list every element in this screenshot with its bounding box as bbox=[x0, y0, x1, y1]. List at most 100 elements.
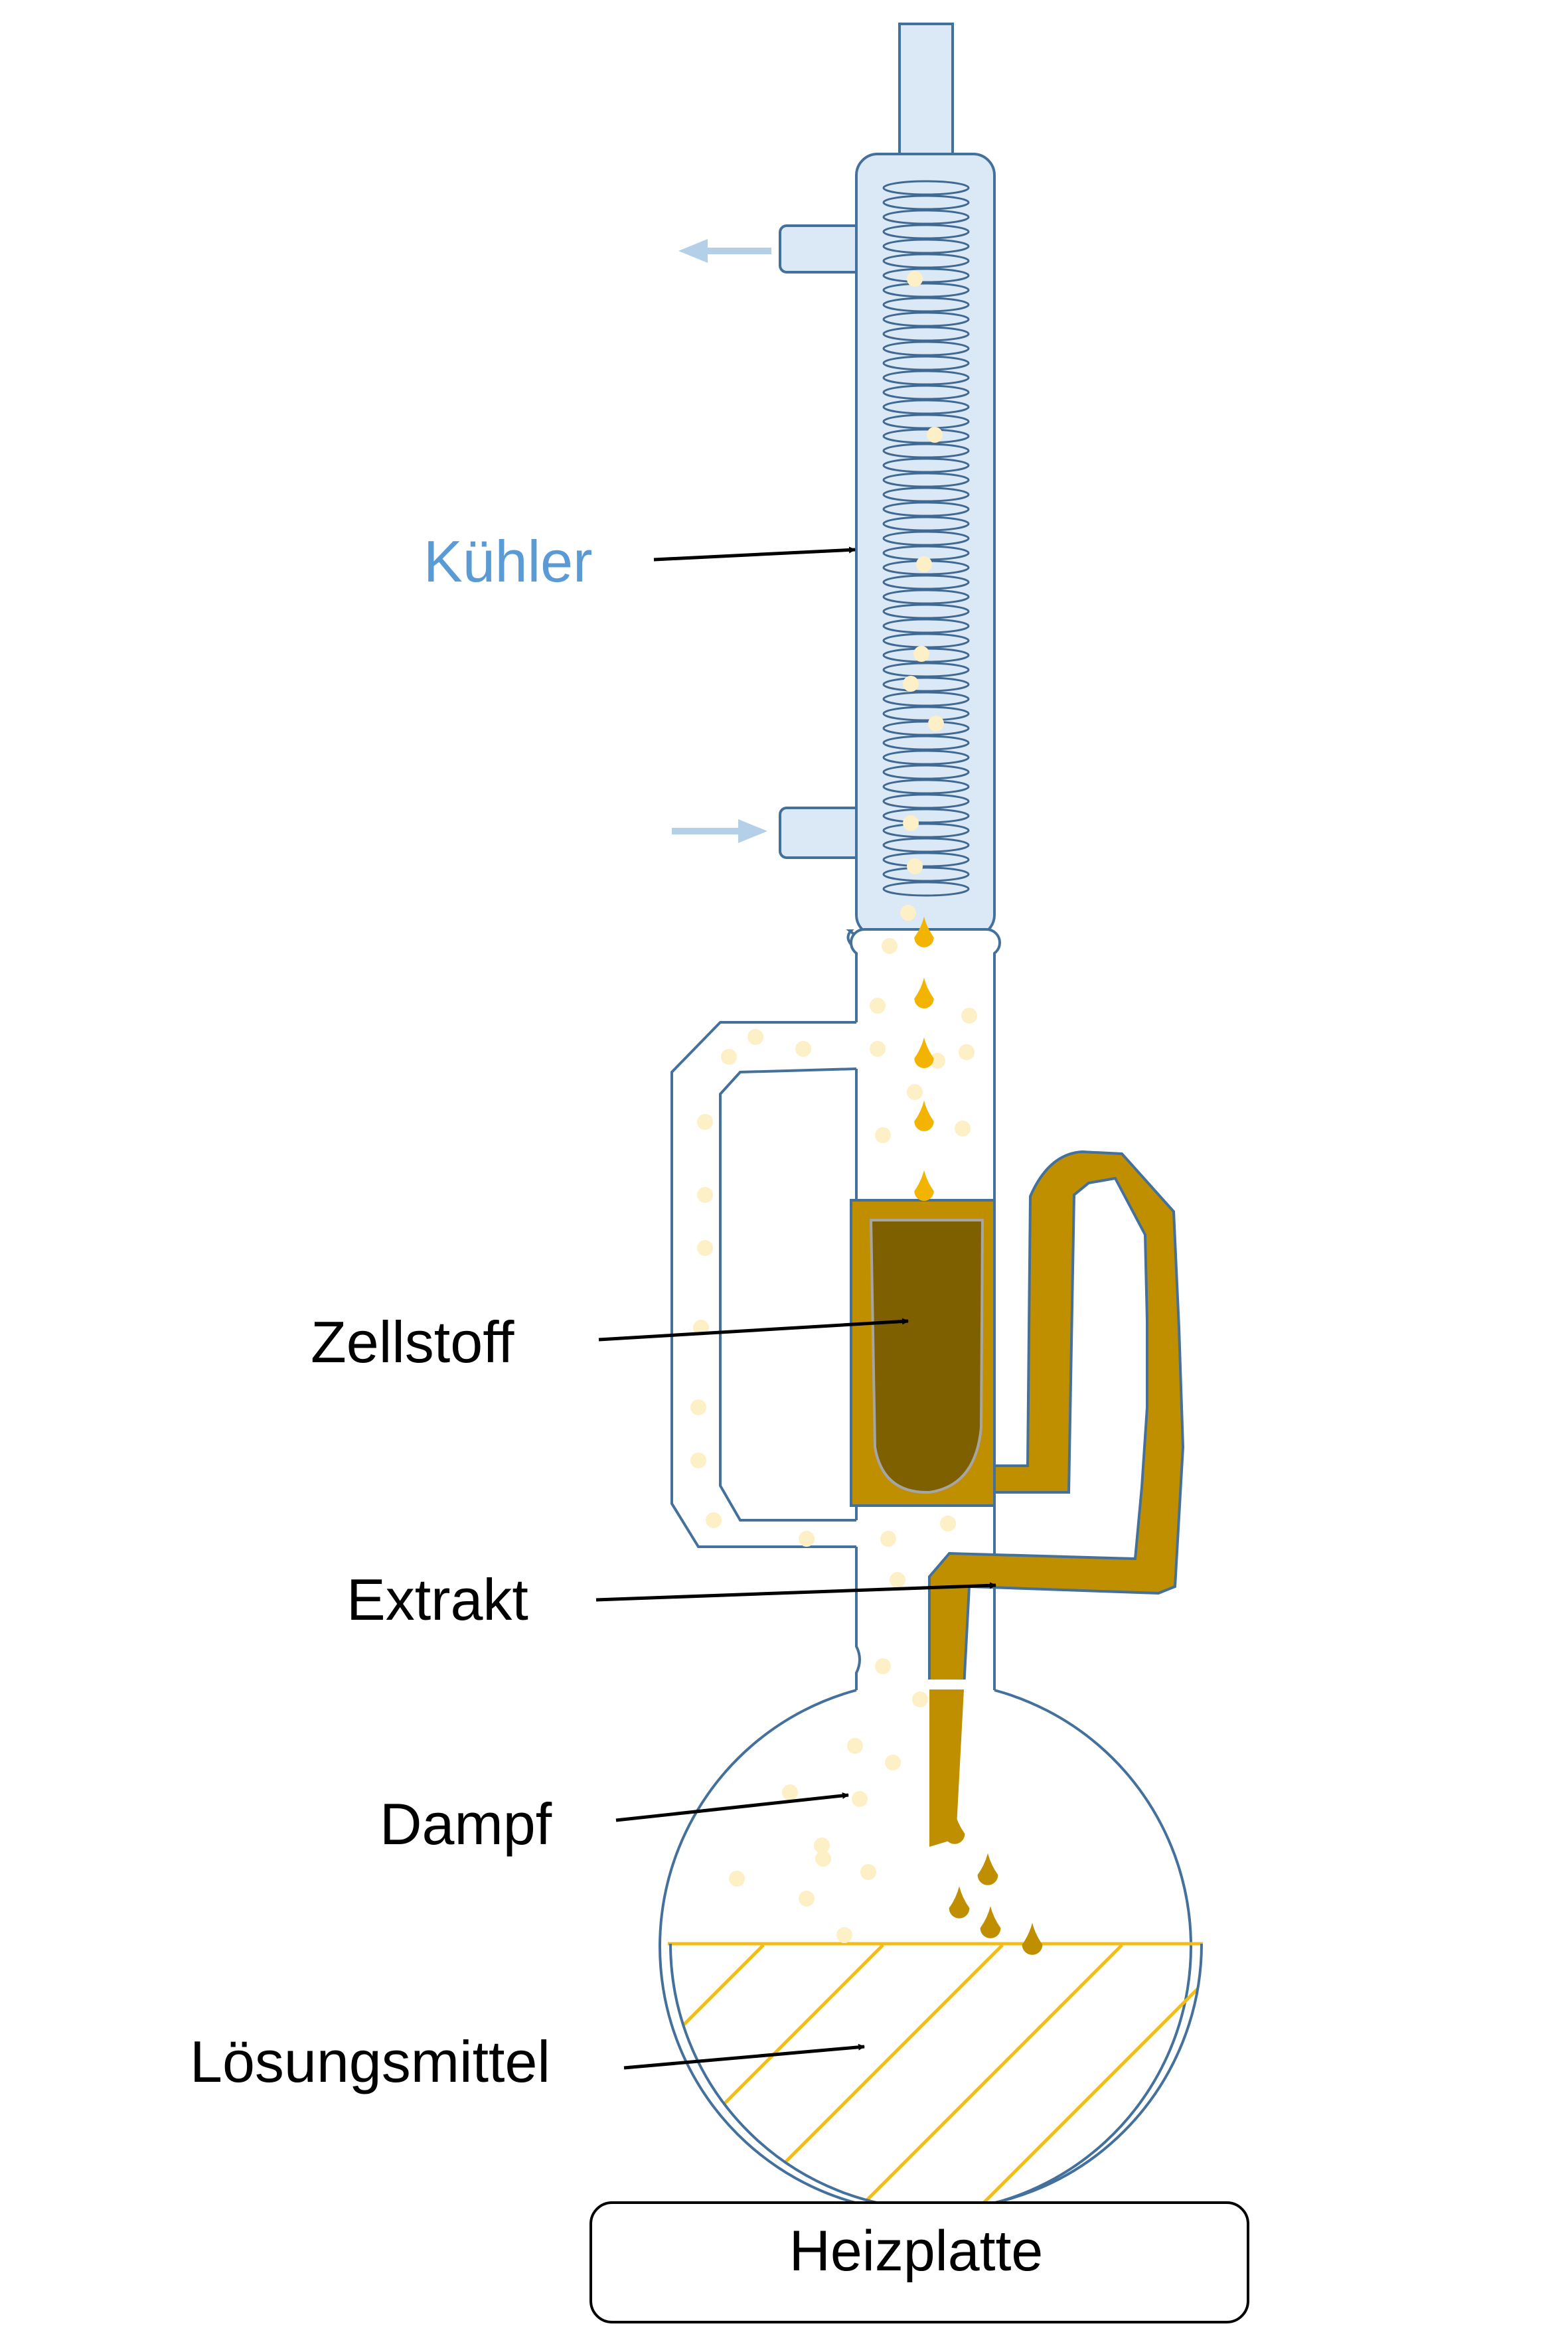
coil-ring bbox=[882, 457, 970, 473]
coil-ring bbox=[882, 341, 970, 356]
vapor-dot bbox=[929, 1053, 945, 1069]
vapor-dot bbox=[870, 998, 886, 1014]
coil-ring bbox=[882, 662, 970, 678]
vapor-dot bbox=[697, 1187, 713, 1203]
coil-ring bbox=[882, 384, 970, 400]
coil-ring bbox=[882, 195, 970, 210]
vapor-dot bbox=[940, 1516, 956, 1531]
coil-ring bbox=[882, 823, 970, 838]
pulp-pointer-arrow bbox=[598, 1318, 909, 1342]
vapor-dot bbox=[847, 1738, 863, 1754]
coil-ring bbox=[882, 501, 970, 517]
vapor-dot bbox=[799, 1531, 815, 1547]
extract-pointer-arrow bbox=[595, 1582, 996, 1602]
coil-ring bbox=[882, 238, 970, 254]
vapor-dot bbox=[903, 815, 919, 831]
vapor-dot bbox=[690, 1452, 706, 1468]
solvent-label: Lösungsmittel bbox=[190, 2029, 550, 2094]
coil-ring bbox=[882, 866, 970, 882]
drop-icon bbox=[944, 1812, 965, 1844]
coil-ring bbox=[882, 370, 970, 386]
coil-ring bbox=[882, 852, 970, 868]
coil-ring bbox=[882, 676, 970, 692]
drop-icon bbox=[914, 1170, 934, 1201]
vapor-dot bbox=[782, 1784, 798, 1800]
coil-ring bbox=[882, 735, 970, 751]
drop-icon bbox=[914, 1037, 934, 1068]
vapor-dot bbox=[890, 1572, 905, 1588]
hotplate-box bbox=[589, 2201, 1249, 2323]
vapor-dot bbox=[795, 1041, 811, 1057]
coil-ring bbox=[882, 487, 970, 503]
coil-ring bbox=[882, 268, 970, 283]
vapor-dot bbox=[706, 1512, 722, 1528]
coil-ring bbox=[882, 311, 970, 327]
drop-icon bbox=[980, 1906, 1001, 1938]
coil-ring bbox=[882, 282, 970, 298]
coil-ring bbox=[882, 180, 970, 196]
water-out-arrow-icon bbox=[678, 239, 771, 263]
vapor-dot bbox=[885, 1755, 901, 1770]
coil-ring bbox=[882, 326, 970, 342]
coil-ring bbox=[882, 589, 970, 605]
condenser-top-tube bbox=[898, 23, 954, 175]
coil-ring bbox=[882, 297, 970, 313]
coil-ring bbox=[882, 793, 970, 809]
coil-ring bbox=[882, 881, 970, 897]
cooler-label: Kühler bbox=[424, 528, 592, 594]
extract-label: Extrakt bbox=[347, 1567, 528, 1632]
vapor-dot bbox=[875, 1658, 891, 1674]
coil-ring bbox=[882, 764, 970, 780]
vapor-dot bbox=[852, 1791, 868, 1807]
coil-ring bbox=[882, 779, 970, 795]
vapor-side-arm bbox=[670, 1021, 857, 1548]
drops bbox=[914, 916, 1043, 1955]
vapor-dot bbox=[907, 271, 923, 287]
vapor-dot bbox=[955, 1121, 971, 1137]
water-in-arrow-icon bbox=[672, 819, 767, 843]
coil-ring bbox=[882, 574, 970, 590]
vapor-dot bbox=[900, 905, 916, 921]
vapor-dot bbox=[860, 1864, 876, 1880]
drop-icon bbox=[914, 1100, 934, 1131]
vapor-dot bbox=[961, 1008, 977, 1024]
vapor-dot bbox=[690, 1399, 706, 1415]
coil-ring bbox=[882, 618, 970, 634]
vapor-dot bbox=[907, 1084, 923, 1100]
coil-ring bbox=[882, 414, 970, 430]
coil-ring bbox=[882, 720, 970, 736]
vapor-dot bbox=[875, 1127, 891, 1143]
coil-ring bbox=[882, 472, 970, 488]
vapor-dot bbox=[799, 1891, 815, 1907]
vapor-dot bbox=[697, 1114, 713, 1130]
vapor-dot bbox=[912, 1691, 928, 1707]
coil-ring bbox=[882, 603, 970, 619]
coil-ring bbox=[882, 530, 970, 546]
vapor-dot bbox=[959, 1044, 975, 1060]
coil-ring bbox=[882, 224, 970, 240]
coil-ring bbox=[882, 399, 970, 415]
vapor-dot bbox=[927, 427, 943, 443]
vapor-dot bbox=[907, 858, 923, 874]
coil-ring bbox=[882, 516, 970, 532]
vapor-dot bbox=[913, 646, 929, 662]
vapor-dot bbox=[721, 1049, 737, 1065]
vapor-dot bbox=[747, 1029, 763, 1045]
drop-icon bbox=[914, 977, 934, 1008]
vapor-dot bbox=[870, 1041, 886, 1057]
drop-icon bbox=[949, 1886, 970, 1919]
coil-ring bbox=[882, 633, 970, 649]
drop-icon bbox=[1022, 1922, 1043, 1955]
vapor-pointer-arrow bbox=[615, 1792, 849, 1822]
drop-icon bbox=[914, 916, 934, 947]
vapor-dot bbox=[697, 1240, 713, 1256]
coil-ring bbox=[882, 355, 970, 371]
coil-ring bbox=[882, 808, 970, 824]
drop-icon bbox=[977, 1853, 998, 1885]
coil-ring bbox=[882, 691, 970, 707]
vapor-dot bbox=[928, 716, 944, 732]
vapor-dot bbox=[882, 938, 898, 954]
hotplate: Heizplatte bbox=[589, 2201, 1249, 2323]
coil-ring bbox=[882, 428, 970, 444]
